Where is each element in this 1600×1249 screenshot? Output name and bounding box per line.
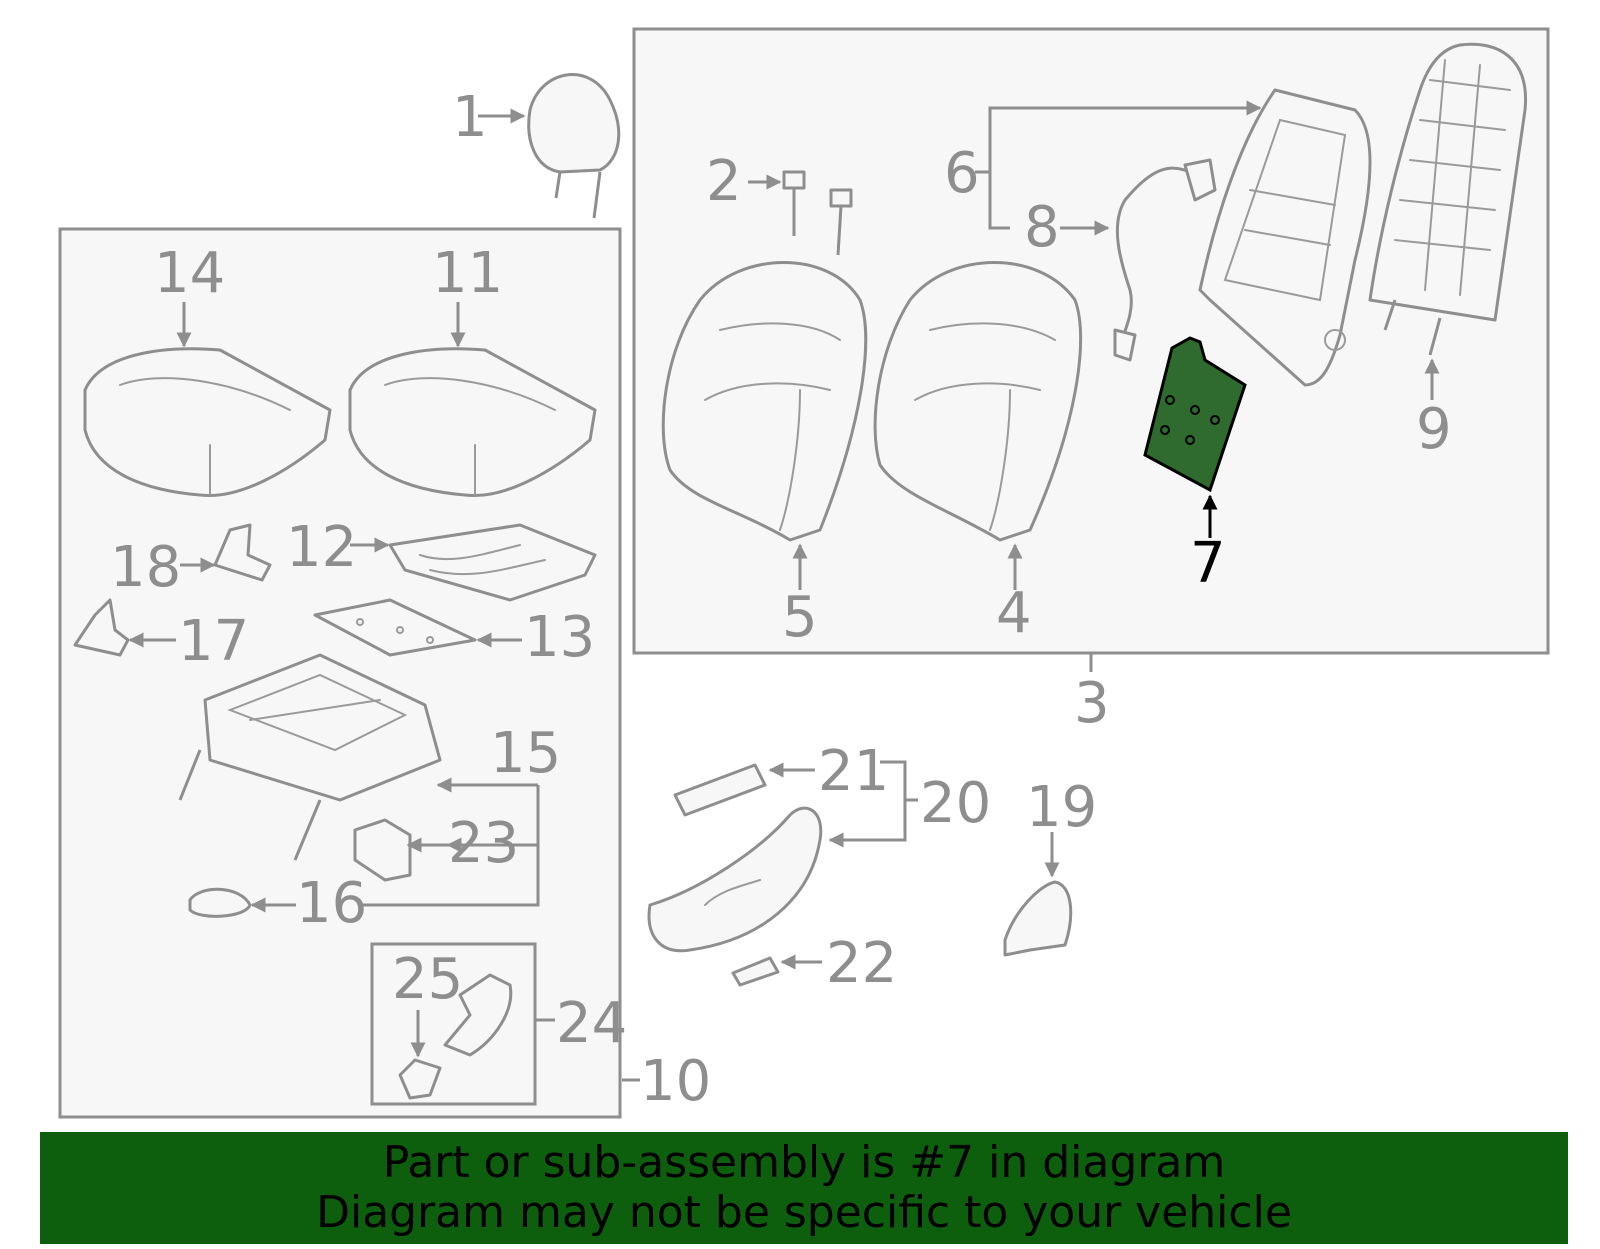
label-19: 19 [1026,775,1097,840]
sub-group-box-24 [370,942,537,1106]
label-9: 9 [1416,397,1452,462]
banner-line-2: Diagram may not be specific to your vehi… [316,1187,1292,1238]
label-3: 3 [1074,671,1110,736]
seat-heater-pad-part[interactable] [388,523,597,602]
seat-back-cover-5-part[interactable] [661,261,868,542]
label-11: 11 [432,241,503,306]
label-6: 6 [944,141,980,206]
label-12: 12 [286,515,357,580]
label-1: 1 [452,85,488,150]
headrest-guide-part[interactable] [782,170,853,256]
label-16: 16 [296,871,367,936]
callout-labels: 1 2 3 4 5 6 7 8 9 10 11 12 13 14 15 16 1… [110,85,1452,1114]
label-22: 22 [826,931,897,996]
seat-back-frame-part[interactable] [1198,88,1372,387]
label-25: 25 [392,947,463,1012]
label-20: 20 [920,771,991,836]
part-19[interactable] [1003,880,1073,957]
seat-back-panel-part[interactable] [1368,42,1528,356]
side-cover-20-part[interactable] [647,806,823,953]
label-7: 7 [1190,531,1226,596]
info-banner: Part or sub-assembly is #7 in diagram Di… [40,1132,1568,1244]
knob-16-part[interactable] [188,887,252,918]
label-2: 2 [706,149,742,214]
label-8: 8 [1024,195,1060,260]
part-24[interactable] [443,973,513,1057]
part-22[interactable] [731,956,780,987]
cushion-cover-11-part[interactable] [348,347,597,498]
label-18: 18 [110,535,181,600]
label-4: 4 [996,581,1032,646]
switch-21-part[interactable] [673,763,767,817]
highlighted-part-7[interactable] [1143,336,1247,493]
wire-harness-part[interactable] [1113,158,1217,362]
bracket-17-part[interactable] [73,598,130,657]
banner-line-1: Part or sub-assembly is #7 in diagram [382,1137,1226,1188]
label-17: 17 [178,609,249,674]
seat-back-cover-4-part[interactable] [873,261,1083,542]
headrest-part[interactable] [527,73,621,219]
label-5: 5 [782,585,818,650]
cushion-plate-part[interactable] [313,598,477,657]
label-15: 15 [490,721,561,786]
module-23-part[interactable] [353,818,412,882]
leader-lines [128,100,1440,1082]
cushion-cover-14-part[interactable] [83,347,332,498]
seat-track-frame-part[interactable] [178,653,442,861]
label-10: 10 [640,1049,711,1114]
label-14: 14 [154,241,225,306]
label-13: 13 [524,605,595,670]
label-21: 21 [818,739,889,804]
label-23: 23 [448,811,519,876]
part-25[interactable] [398,1058,442,1100]
label-24: 24 [556,991,627,1056]
